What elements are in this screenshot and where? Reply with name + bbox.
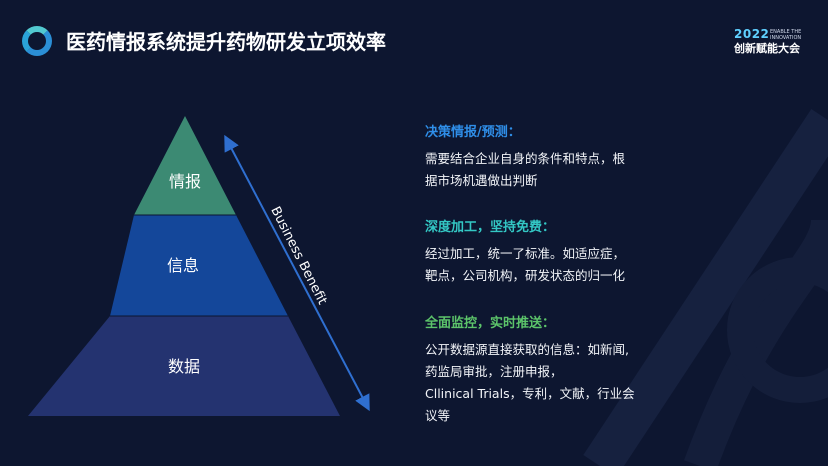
section-line: 药监局审批，注册申报， (425, 364, 563, 379)
section-line: 经过加工，统一了标准。如适应症， (425, 246, 626, 261)
pyramid-level-intel (134, 116, 236, 215)
event-tagline: ENABLE THE INNOVATION (770, 29, 802, 41)
section-monitoring: 全面监控，实时推送： 公开数据源直接获取的信息：如新闻, 药监局审批，注册申报，… (425, 315, 645, 427)
event-year: 2022 (734, 27, 770, 41)
logo-ring-icon (22, 26, 52, 56)
section-heading: 决策情报/预测： (425, 125, 521, 140)
event-name: 创新赋能大会 (734, 42, 800, 55)
business-benefit-arrow (224, 134, 370, 412)
section-line: 公开数据源直接获取的信息：如新闻, (425, 342, 629, 357)
section-body: 需要结合企业自身的条件和特点，根 据市场机遇做出判断 (425, 148, 645, 192)
section-heading: 全面监控，实时推送： (425, 316, 556, 331)
pyramid-label-info: 信息 (166, 256, 199, 275)
section-decision-intel: 决策情报/预测： 需要结合企业自身的条件和特点，根 据市场机遇做出判断 (425, 124, 645, 192)
section-body: 公开数据源直接获取的信息：如新闻, 药监局审批，注册申报， Cllinical … (425, 339, 645, 427)
event-logo: 2022 ENABLE THE INNOVATION 创新赋能大会 (734, 28, 814, 58)
section-line: 据市场机遇做出判断 (425, 173, 538, 188)
section-line: 需要结合企业自身的条件和特点，根 (425, 151, 626, 166)
section-line: Cllinical Trials，专利，文献，行业会 (425, 386, 635, 401)
section-body: 经过加工，统一了标准。如适应症， 靶点，公司机构，研发状态的归一化 (425, 243, 645, 287)
section-line: 靶点，公司机构，研发状态的归一化 (425, 268, 626, 283)
pyramid-label-intel: 情报 (168, 172, 201, 191)
section-heading: 深度加工，坚持免费： (425, 220, 556, 235)
section-line: 议等 (425, 408, 451, 423)
section-deep-processing: 深度加工，坚持免费： 经过加工，统一了标准。如适应症， 靶点，公司机构，研发状态… (425, 219, 645, 287)
pyramid-label-data: 数据 (167, 357, 200, 376)
page-title: 医药情报系统提升药物研发立项效率 (66, 30, 386, 54)
